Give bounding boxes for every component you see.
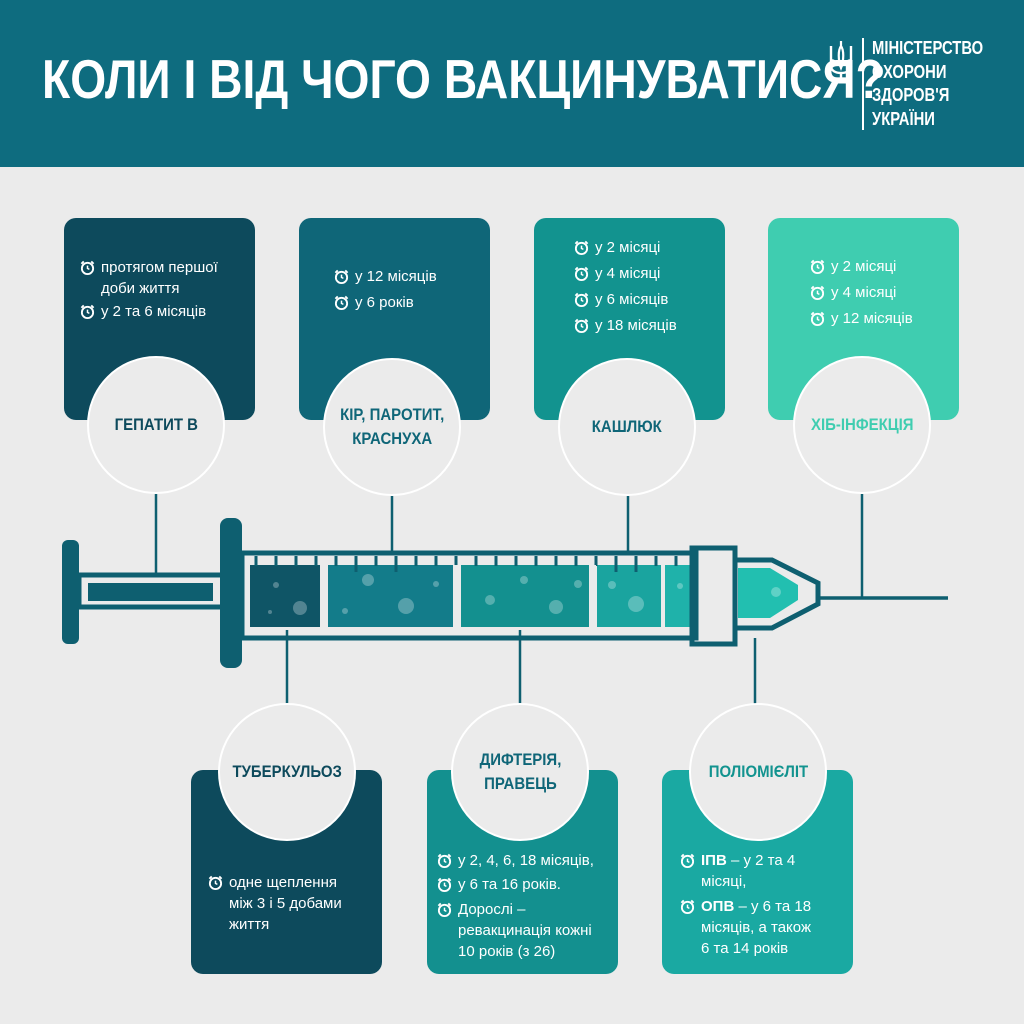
schedule-item: Дорослі – ревакцинація кожні 10 років (з… xyxy=(437,899,592,962)
alarm-clock-icon xyxy=(574,318,589,333)
alarm-clock-icon xyxy=(437,853,452,868)
schedule-item: одне щеплення між 3 і 5 добами життя xyxy=(208,872,342,935)
schedule-item: у 2 місяці xyxy=(574,237,660,258)
alarm-clock-icon xyxy=(810,285,825,300)
schedule-item: у 2, 4, 6, 18 місяців, xyxy=(437,850,594,871)
alarm-clock-icon xyxy=(80,304,95,319)
header-banner: КОЛИ І ВІД ЧОГО ВАКЦИНУВАТИСЯ? МІНІСТЕРС… xyxy=(0,0,1024,167)
alarm-clock-icon xyxy=(574,292,589,307)
alarm-clock-icon xyxy=(680,853,695,868)
schedule-item: ОПВ – у 6 та 18 місяців, а також 6 та 14… xyxy=(680,896,811,959)
schedule-item: у 18 місяців xyxy=(574,315,677,336)
schedule-item: у 4 місяці xyxy=(810,282,896,303)
alarm-clock-icon xyxy=(810,311,825,326)
schedule-item: у 6 та 16 років. xyxy=(437,874,561,895)
disease-circle-tuberculosis: ТУБЕРКУЛЬОЗ xyxy=(218,703,356,841)
page-title: КОЛИ І ВІД ЧОГО ВАКЦИНУВАТИСЯ? xyxy=(42,48,884,110)
schedule-item: у 6 місяців xyxy=(574,289,668,310)
alarm-clock-icon xyxy=(437,877,452,892)
schedule-item: протягом першої доби життя xyxy=(80,257,218,299)
disease-circle-measles: КІР, ПАРОТИТ, КРАСНУХА xyxy=(323,358,461,496)
alarm-clock-icon xyxy=(80,260,95,275)
alarm-clock-icon xyxy=(680,899,695,914)
schedule-item: у 2 місяці xyxy=(810,256,896,277)
schedule-item: ІПВ – у 2 та 4 місяці, xyxy=(680,850,795,892)
ministry-name: МІНІСТЕРСТВО ОХОРОНИ ЗДОРОВ'Я УКРАЇНИ xyxy=(872,37,984,129)
ministry-logo: МІНІСТЕРСТВО ОХОРОНИ ЗДОРОВ'Я УКРАЇНИ xyxy=(828,37,998,134)
logo-divider xyxy=(862,38,864,130)
disease-circle-hepatitis-b: ГЕПАТИТ В xyxy=(87,356,225,494)
schedule-item: у 12 місяців xyxy=(810,308,913,329)
alarm-clock-icon xyxy=(574,266,589,281)
alarm-clock-icon xyxy=(208,875,223,890)
disease-circle-polio: ПОЛІОМІЄЛІТ xyxy=(689,703,827,841)
schedule-item: у 4 місяці xyxy=(574,263,660,284)
alarm-clock-icon xyxy=(437,902,452,917)
disease-circle-hib: ХІБ-ІНФЕКЦІЯ xyxy=(793,356,931,494)
disease-circle-diphtheria: ДИФТЕРІЯ, ПРАВЕЦЬ xyxy=(451,703,589,841)
alarm-clock-icon xyxy=(810,259,825,274)
schedule-item: у 6 років xyxy=(334,292,414,313)
disease-circle-pertussis: КАШЛЮК xyxy=(558,358,696,496)
alarm-clock-icon xyxy=(334,295,349,310)
alarm-clock-icon xyxy=(334,269,349,284)
trident-icon xyxy=(829,41,853,79)
schedule-item: у 12 місяців xyxy=(334,266,437,287)
alarm-clock-icon xyxy=(574,240,589,255)
schedule-item: у 2 та 6 місяців xyxy=(80,301,206,322)
